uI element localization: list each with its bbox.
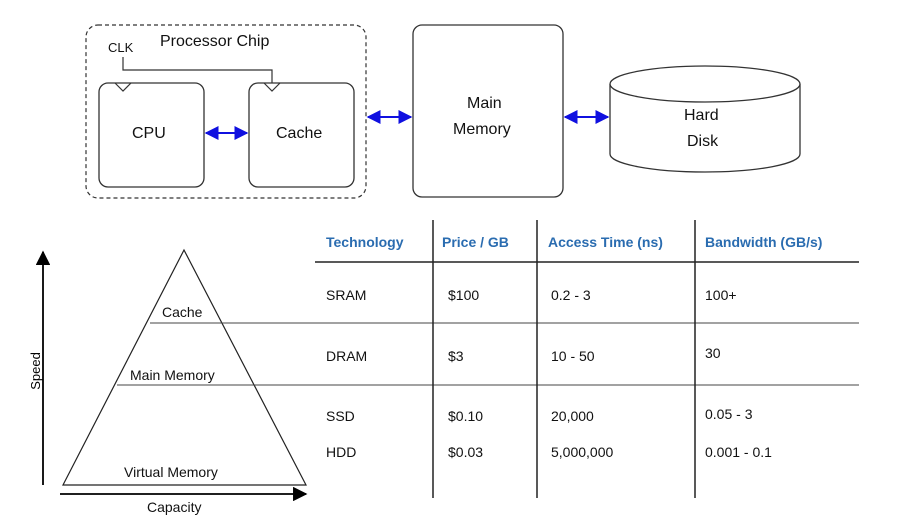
cpu-clock-triangle [114,82,132,92]
table-cell: HDD [326,444,357,460]
main-memory-box [412,24,564,198]
clk-label: CLK [108,40,134,55]
table-cell: $0.10 [448,408,484,424]
table-cell: 5,000,000 [551,444,614,460]
main-memory-label-line1: Main [467,95,502,112]
processor-chip-label: Processor Chip [160,33,270,50]
table-cell: 0.001 - 0.1 [705,444,772,460]
processor-chip-boundary [85,24,367,199]
clock-line [122,57,273,83]
table-header-bandwidth: Bandwidth (GB/s) [705,234,823,250]
table-cell: 100+ [705,287,737,303]
pyramid-level-cache: Cache [162,304,203,320]
table-cell: 0.05 - 3 [705,406,753,422]
main-memory-label-line2: Memory [453,121,511,138]
cache-clock-triangle [263,82,281,92]
table-cell: 0.2 - 3 [551,287,591,303]
table-cell: SSD [326,408,355,424]
pyramid-level-virtual-memory: Virtual Memory [124,464,218,480]
pyramid-level-main-memory: Main Memory [130,367,215,383]
hard-disk-label-line2: Disk [687,133,719,150]
table-cell: 10 - 50 [551,348,595,364]
cache-label: Cache [276,125,323,142]
table-cell: 30 [705,345,721,361]
hard-disk-label-line1: Hard [684,107,719,124]
speed-axis-label: Speed [28,352,43,390]
pyramid [62,248,307,486]
table-cell: DRAM [326,348,368,364]
hard-disk-cylinder [609,65,801,173]
table-cell: 20,000 [551,408,594,424]
table-cell: $0.03 [448,444,484,460]
table-header-access-time: Access Time (ns) [548,234,663,250]
table-header-price: Price / GB [442,234,509,250]
table-header-technology: Technology [326,234,404,250]
cpu-box [98,82,205,188]
capacity-axis-label: Capacity [147,499,202,515]
table-cell: $100 [448,287,480,303]
cache-box [248,82,355,188]
cpu-label: CPU [132,125,166,142]
table-cell: $3 [448,348,464,364]
table-cell: SRAM [326,287,367,303]
